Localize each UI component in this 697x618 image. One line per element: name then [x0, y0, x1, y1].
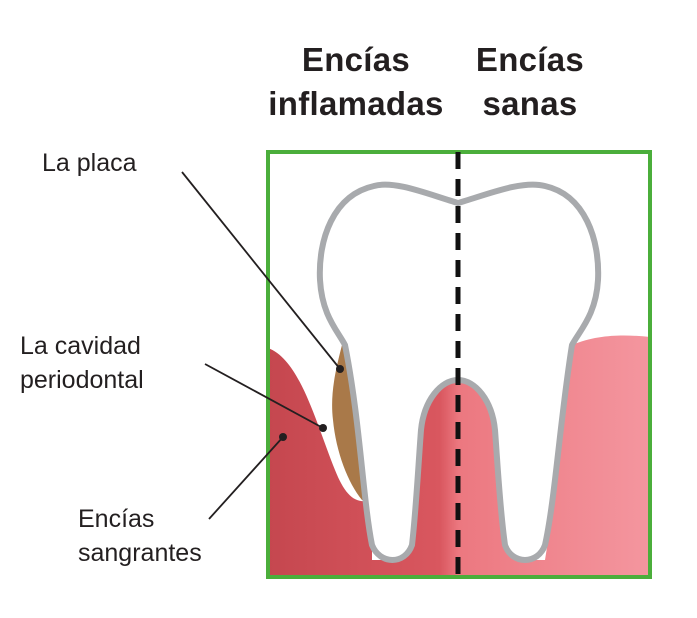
header-healthy-gums: Encías sanas — [464, 38, 596, 126]
pointer-bleeding — [208, 433, 287, 520]
header-inflamed-line1: Encías — [301, 41, 411, 78]
label-plaque-text: La placa — [42, 149, 137, 177]
header-healthy-line2: sanas — [482, 85, 578, 122]
header-inflamed-gums: Encías inflamadas — [250, 38, 462, 126]
label-cavity-line2: periodontal — [20, 366, 144, 394]
pointer-plaque — [181, 171, 344, 373]
label-bleeding-gums: Encías sangrantes — [78, 502, 202, 570]
pointer-cavity — [204, 363, 327, 432]
header-healthy-line1: Encías — [475, 41, 585, 78]
label-periodontal-cavity: La cavidad periodontal — [20, 329, 144, 397]
label-bleeding-line2: sangrantes — [78, 539, 202, 567]
label-plaque: La placa — [42, 146, 137, 180]
label-bleeding-line1: Encías — [78, 505, 155, 533]
label-cavity-line1: La cavidad — [20, 332, 141, 360]
header-inflamed-line2: inflamadas — [268, 85, 444, 122]
